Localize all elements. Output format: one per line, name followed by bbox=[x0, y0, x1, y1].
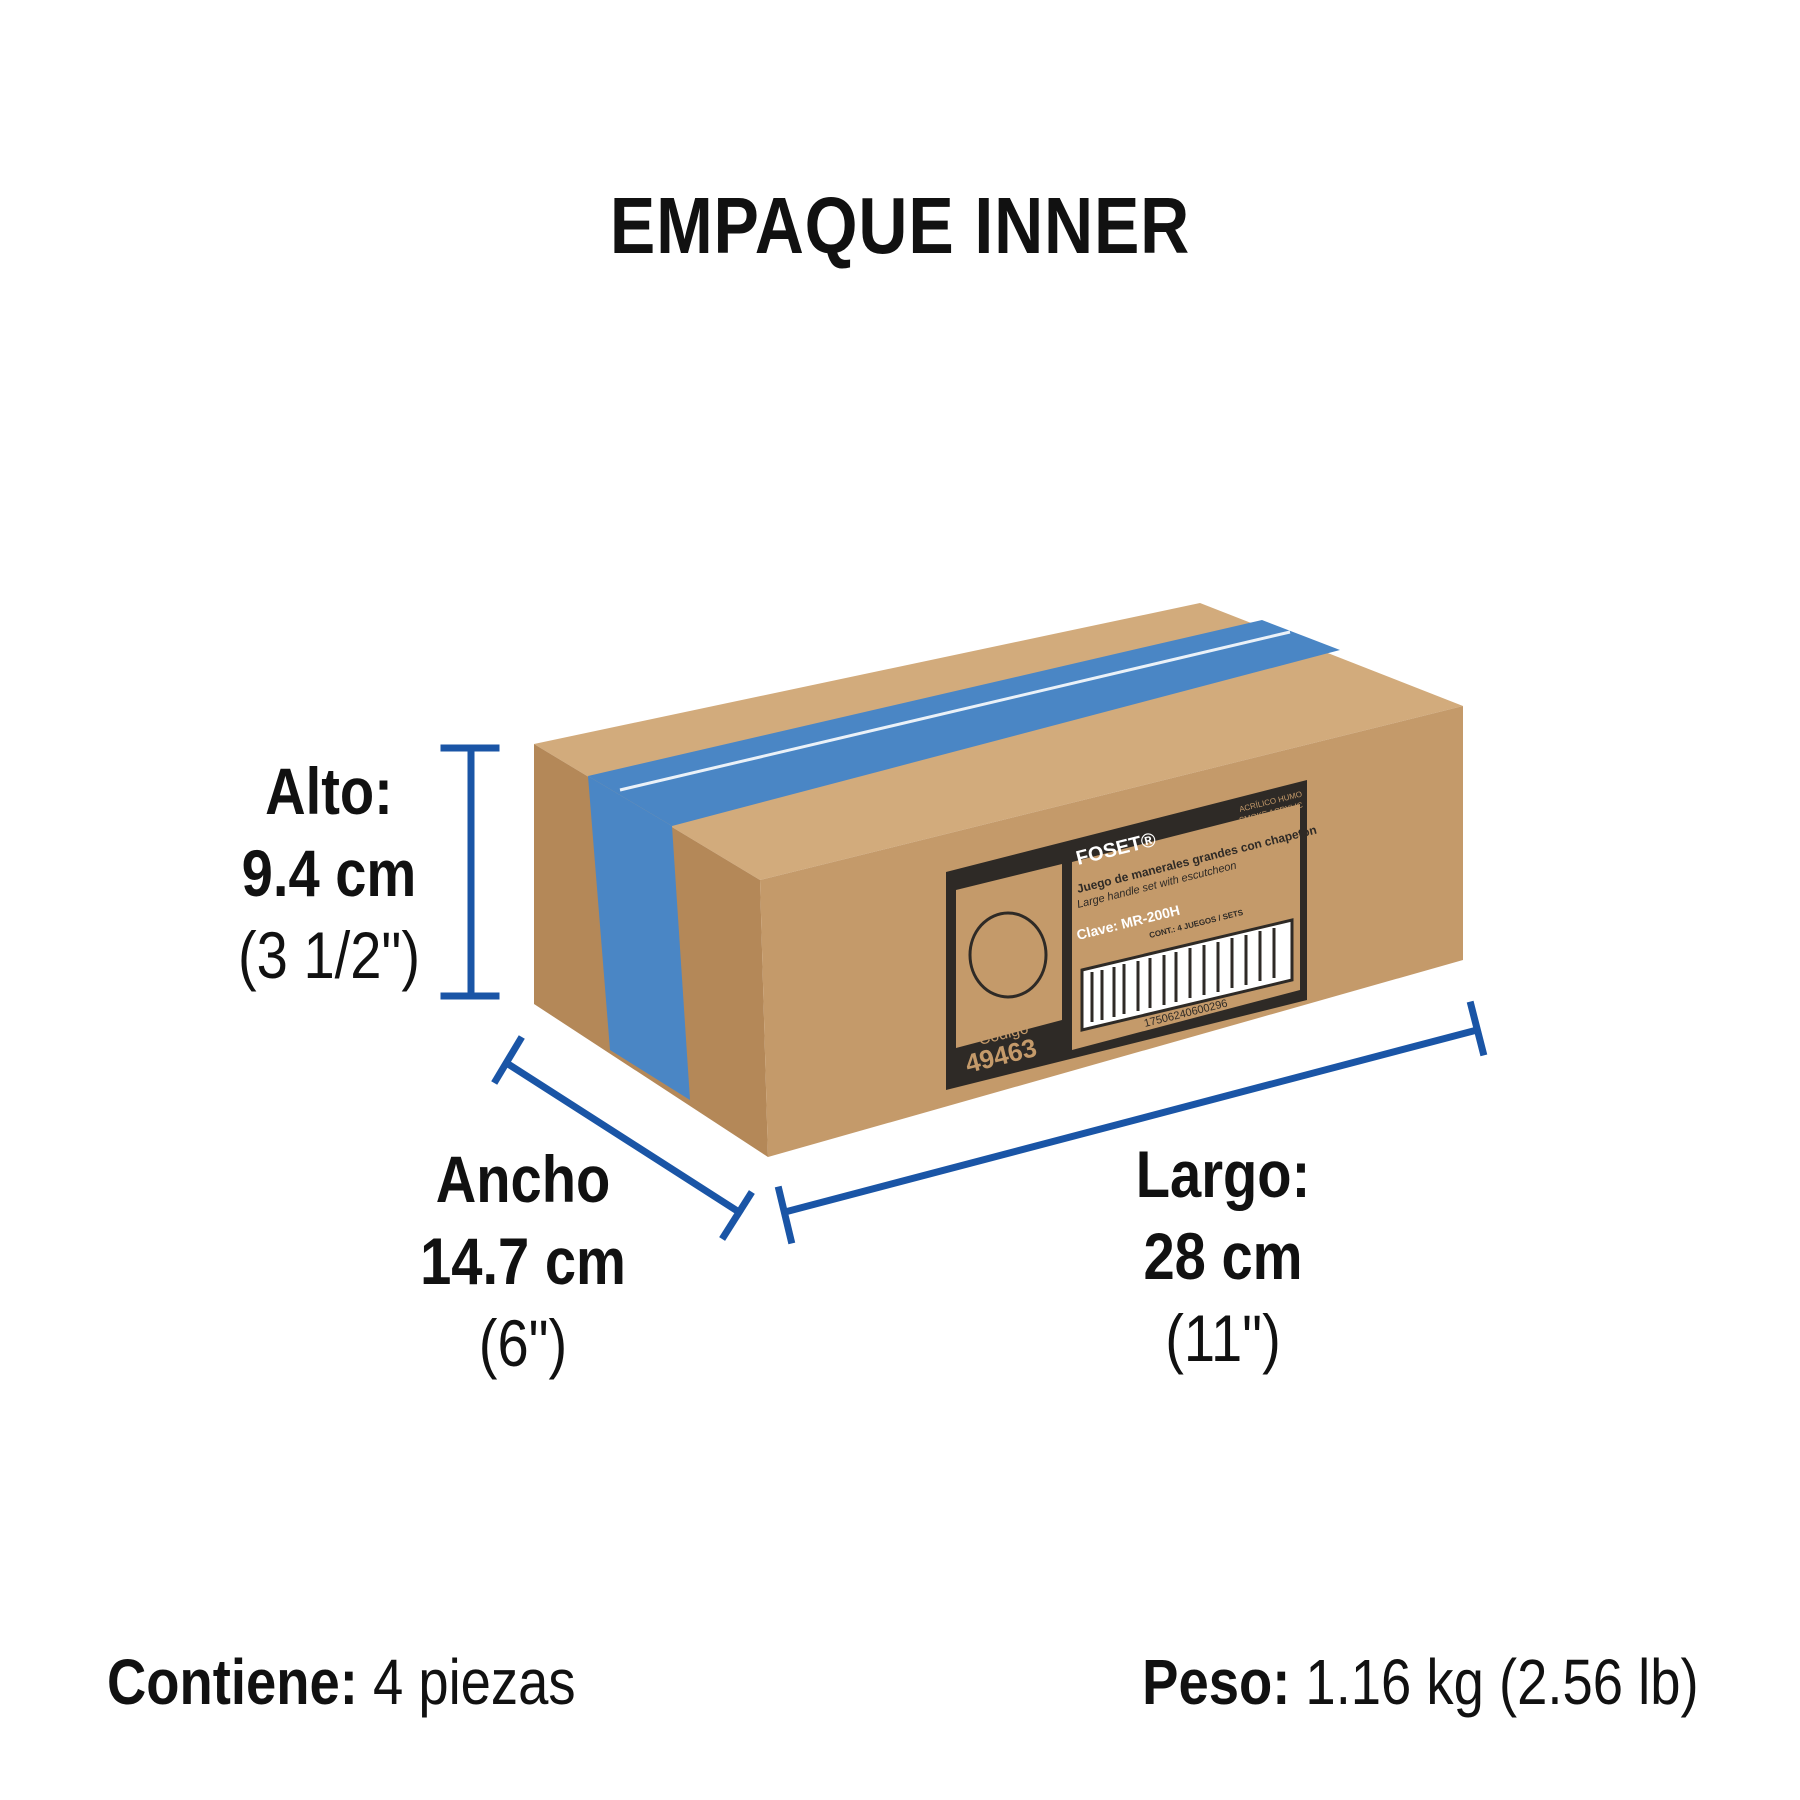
largo-dimension-text: Largo: 28 cm (11") bbox=[1053, 1133, 1393, 1379]
contents-label: Contiene: bbox=[107, 1646, 358, 1718]
page-title: EMPAQUE INNER bbox=[609, 181, 1191, 270]
ancho-imperial: (6") bbox=[478, 1306, 568, 1380]
ancho-dimension-text: Ancho 14.7 cm (6") bbox=[353, 1138, 693, 1384]
largo-metric: 28 cm bbox=[1143, 1219, 1303, 1293]
ancho-metric: 14.7 cm bbox=[420, 1224, 626, 1298]
largo-label: Largo: bbox=[1135, 1137, 1311, 1211]
largo-dimension-line bbox=[774, 1000, 1488, 1245]
alto-dimension-line bbox=[440, 744, 500, 1000]
handle-drawing-icon bbox=[968, 911, 1048, 999]
alto-metric: 9.4 cm bbox=[241, 836, 417, 910]
contents-value: 4 piezas bbox=[372, 1646, 576, 1718]
barcode bbox=[1080, 918, 1294, 1032]
weight-value: 1.16 kg (2.56 lb) bbox=[1305, 1646, 1699, 1718]
tape-side bbox=[588, 776, 690, 1100]
tape-top bbox=[588, 620, 1340, 826]
largo-imperial: (11") bbox=[1165, 1301, 1281, 1375]
ancho-label: Ancho bbox=[435, 1142, 611, 1216]
alto-dimension-text: Alto: 9.4 cm (3 1/2") bbox=[159, 750, 499, 996]
contents-info: Contiene: 4 piezas bbox=[107, 1645, 576, 1719]
alto-label: Alto: bbox=[265, 754, 393, 828]
tape-stripe bbox=[619, 630, 1291, 792]
weight-label: Peso: bbox=[1142, 1646, 1291, 1718]
weight-info: Peso: 1.16 kg (2.56 lb) bbox=[1143, 1645, 1699, 1719]
ancho-dimension-line bbox=[491, 1035, 755, 1241]
barcode-bars bbox=[1090, 928, 1276, 1022]
alto-imperial: (3 1/2") bbox=[237, 918, 421, 992]
product-image-panel bbox=[956, 864, 1062, 1048]
